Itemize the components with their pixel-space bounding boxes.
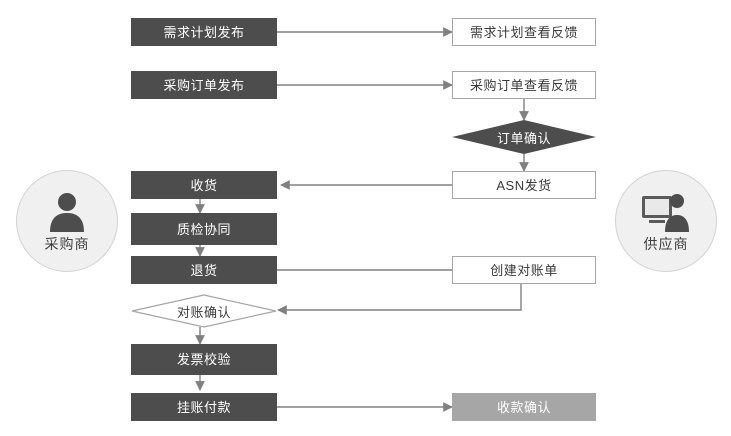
person-computer-icon [640, 188, 692, 232]
actor-buyer-label: 采购商 [44, 236, 90, 252]
person-icon [47, 188, 87, 232]
node-return-goods[interactable]: 退货 [131, 256, 277, 284]
decision-statement-confirm-label: 对账确认 [176, 304, 231, 320]
actor-buyer: 采购商 [16, 170, 118, 272]
node-payment-receipt-confirm[interactable]: 收款确认 [452, 393, 596, 421]
node-demand-plan-publish[interactable]: 需求计划发布 [131, 18, 277, 46]
decision-statement-confirm[interactable]: 对账确认 [131, 294, 277, 328]
node-quality-inspection[interactable]: 质检协同 [131, 213, 277, 245]
decision-order-confirm[interactable]: 订单确认 [452, 120, 596, 154]
actor-supplier-label: 供应商 [643, 236, 689, 252]
node-receive-goods[interactable]: 收货 [131, 171, 277, 199]
node-payment-posting[interactable]: 挂账付款 [131, 393, 277, 421]
node-invoice-verification[interactable]: 发票校验 [131, 344, 277, 375]
actor-supplier: 供应商 [615, 170, 717, 272]
decision-order-confirm-label: 订单确认 [496, 130, 551, 146]
node-purchase-order-review[interactable]: 采购订单查看反馈 [452, 71, 596, 99]
node-asn-shipment[interactable]: ASN发货 [452, 171, 596, 199]
node-demand-plan-review[interactable]: 需求计划查看反馈 [452, 18, 596, 46]
node-purchase-order-publish[interactable]: 采购订单发布 [131, 71, 277, 99]
node-create-statement[interactable]: 创建对账单 [452, 256, 596, 284]
